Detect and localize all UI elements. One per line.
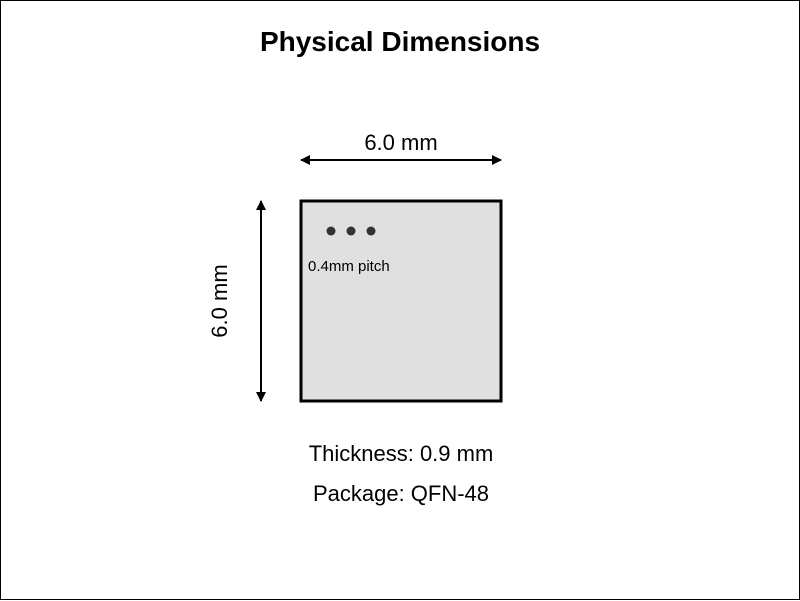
diagram-title: Physical Dimensions xyxy=(260,26,540,57)
pin-dot xyxy=(326,226,336,236)
pin-dot xyxy=(346,226,356,236)
pin-dots xyxy=(326,226,376,236)
height-label: 6.0 mm xyxy=(207,264,232,337)
thickness-spec: Thickness: 0.9 mm xyxy=(309,441,494,466)
width-dimension: 6.0 mm xyxy=(300,130,502,165)
pin-dot xyxy=(366,226,376,236)
package-spec: Package: QFN-48 xyxy=(313,481,489,506)
pitch-label: 0.4mm pitch xyxy=(308,258,390,275)
width-label: 6.0 mm xyxy=(364,130,437,155)
package-body xyxy=(299,199,503,403)
height-dimension: 6.0 mm xyxy=(207,200,266,402)
